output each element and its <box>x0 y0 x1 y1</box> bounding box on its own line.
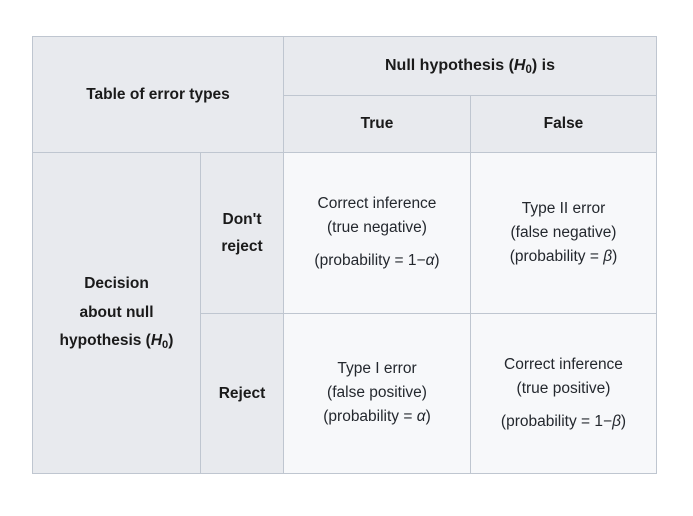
table-row-dont-reject: Decision about null hypothesis (H0) Don'… <box>32 152 657 474</box>
row-group-header-line3-before: hypothesis ( <box>59 332 151 350</box>
cell-dontreject-false-prob-before: (probability = <box>509 247 604 265</box>
row-header-dont-reject: Don't reject <box>200 152 284 314</box>
cell-reject-true-prob-before: (probability = <box>323 408 417 426</box>
symbol-beta-2: β <box>612 412 621 430</box>
cell-dontreject-false-line1: Type II error <box>521 199 606 217</box>
cell-dontreject-false-line2: (false negative) <box>510 223 617 241</box>
symbol-h-subscript-row: 0 <box>162 339 169 352</box>
column-group-header-text-before: Null hypothesis ( <box>385 56 514 74</box>
error-types-table-container: Table of error types Null hypothesis (H0… <box>32 35 657 475</box>
column-header-false: False <box>470 94 657 154</box>
cell-dontreject-false-prob-after: ) <box>612 247 618 265</box>
column-header-true: True <box>283 94 471 154</box>
column-group-header-text-after: ) is <box>531 56 555 74</box>
row-header-reject: Reject <box>200 312 284 475</box>
cell-dontreject-true-line3: (probability = 1−α) <box>292 249 462 273</box>
cell-reject-true-line2: (false positive) <box>327 384 427 402</box>
cell-reject-true-prob-after: ) <box>425 408 431 426</box>
table-corner-title: Table of error types <box>32 35 284 154</box>
cell-dontreject-true-prob-before: (probability = 1− <box>314 252 426 270</box>
cell-reject-false-line1: Correct inference <box>504 355 623 373</box>
row-group-header-line3-after: ) <box>168 332 174 350</box>
cell-dontreject-true-line2: (true negative) <box>327 219 427 237</box>
column-group-header-null-hypothesis: Null hypothesis (H0) is <box>283 36 657 96</box>
table-header-row-top: Table of error types Null hypothesis (H0… <box>32 35 657 154</box>
row-group-header-line2: about null <box>79 303 154 321</box>
row-group-header-line1: Decision <box>84 275 149 293</box>
cell-dontreject-true: Correct inference (true negative) (proba… <box>283 152 471 314</box>
symbol-alpha: α <box>425 252 435 270</box>
symbol-h-subscript: 0 <box>525 64 532 77</box>
table-row-reject: Reject Type I error (false positive) (pr… <box>33 312 657 475</box>
symbol-h-letter-row: H <box>150 332 163 350</box>
symbol-h-null-row: H0 <box>150 332 169 352</box>
cell-reject-false: Correct inference (true positive) (proba… <box>470 312 657 475</box>
symbol-beta: β <box>603 247 613 265</box>
cell-dontreject-true-line1: Correct inference <box>317 195 437 213</box>
row-group-header-line3: hypothesis (H0) <box>41 327 192 356</box>
cell-reject-false-prob-before: (probability = 1− <box>500 412 613 430</box>
cell-reject-true: Type I error (false positive) (probabili… <box>283 312 471 475</box>
row-header-dont-reject-line1: Don't <box>222 210 262 228</box>
cell-dontreject-true-prob-after: ) <box>434 252 440 270</box>
cell-dontreject-false: Type II error (false negative) (probabil… <box>470 152 657 314</box>
table-header-row-truefalse: True False <box>33 94 657 154</box>
symbol-h-letter: H <box>513 56 526 74</box>
row-group-header-decision: Decision about null hypothesis (H0) <box>32 152 201 474</box>
symbol-h-null: H0 <box>513 56 532 77</box>
cell-reject-false-line2: (true positive) <box>516 379 611 397</box>
cell-reject-false-line3: (probability = 1−β) <box>479 410 648 434</box>
cell-reject-true-line3: (probability = α) <box>292 405 462 429</box>
symbol-alpha-2: α <box>416 408 426 426</box>
error-types-table: Table of error types Null hypothesis (H0… <box>32 35 657 475</box>
cell-reject-true-line1: Type I error <box>337 360 417 378</box>
cell-reject-false-prob-after: ) <box>620 412 627 430</box>
row-header-dont-reject-line2: reject <box>221 237 263 255</box>
cell-dontreject-false-line3: (probability = β) <box>479 245 648 269</box>
